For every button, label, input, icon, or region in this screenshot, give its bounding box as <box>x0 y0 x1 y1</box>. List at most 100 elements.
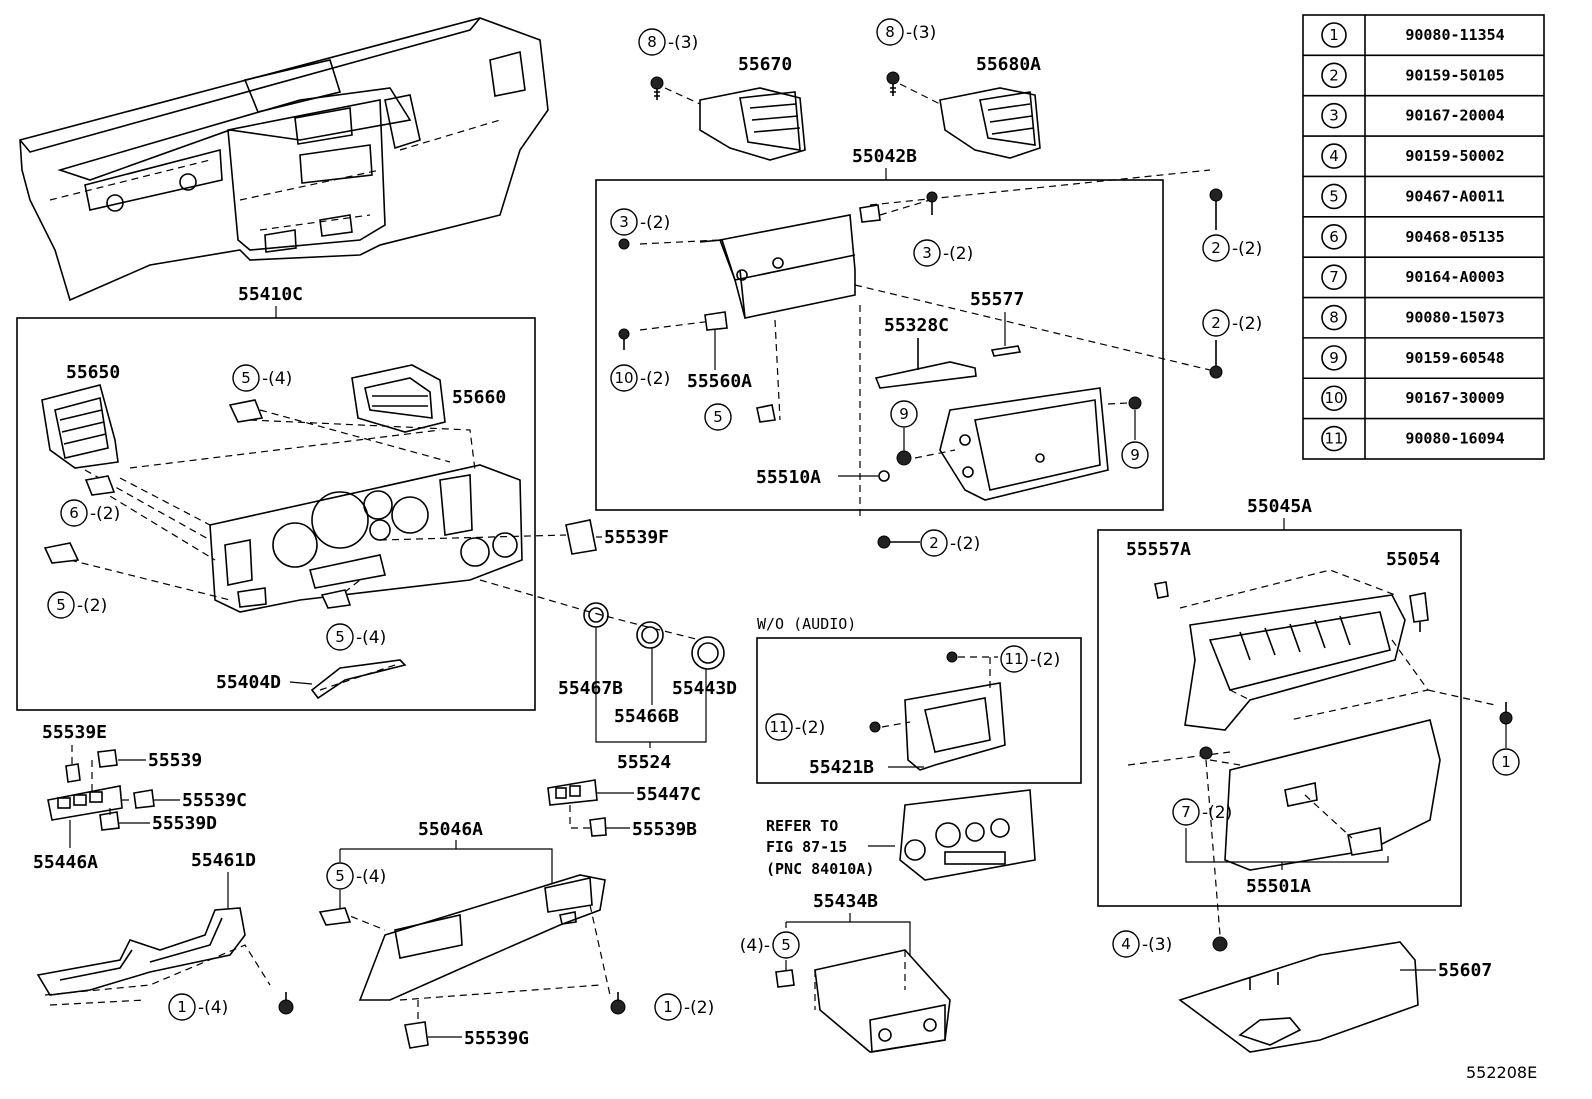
label-55539C: 55539C <box>182 790 247 811</box>
label-55054: 55054 <box>1386 549 1440 570</box>
table-row-circle <box>1321 425 1347 452</box>
callout-c10: 10-(2) <box>610 364 670 392</box>
callout-c1b: 1-(2) <box>654 993 714 1021</box>
screw-1-right <box>1499 702 1513 725</box>
pocket-55434B <box>814 949 951 1053</box>
callout-quantity: -(2) <box>90 504 120 524</box>
ring-55467B <box>583 602 609 628</box>
label-55539F: 55539F <box>604 527 669 548</box>
wo-audio-label: W/O (AUDIO) <box>757 615 856 633</box>
callout-c11b: 11-(2) <box>765 713 825 741</box>
clip-5c <box>320 589 352 609</box>
callout-circle <box>326 623 354 651</box>
part-55054 <box>1409 592 1429 632</box>
callout-quantity: -(2) <box>1030 650 1060 670</box>
label-55042B: 55042B <box>852 146 917 167</box>
label-55467B: 55467B <box>558 678 623 699</box>
callout-number: 1 <box>663 998 673 1016</box>
callout-circle <box>1202 234 1230 262</box>
callout-circle <box>47 591 75 619</box>
switch-base-55447C <box>547 779 598 806</box>
screw-11a <box>946 651 998 690</box>
callout-number: 9 <box>1130 446 1140 464</box>
table-row-part-number: 90164-A0003 <box>1405 268 1504 286</box>
callout-circle <box>890 400 918 428</box>
screw-1a <box>278 992 294 1015</box>
label-55421B: 55421B <box>809 757 874 778</box>
callout-number: 4 <box>1121 935 1131 953</box>
callout-c3a: 3-(2) <box>610 208 670 236</box>
table-row-number: 5 <box>1329 187 1339 205</box>
table-row-circle <box>1321 102 1347 129</box>
callout-c5d: 5 -(4) <box>326 862 386 890</box>
callout-c6: 6-(2) <box>60 499 120 527</box>
callout-c7: 7-(2) <box>1172 798 1232 826</box>
callout-c8a: 8-(3) <box>638 28 698 56</box>
screw-8a <box>650 76 664 100</box>
callout-c8b: 8-(3) <box>876 18 936 46</box>
clip-5b <box>43 542 80 564</box>
callout-quantity: -(4) <box>356 867 386 887</box>
cluster-finish-panel <box>209 464 523 613</box>
callout-circle <box>1492 748 1520 776</box>
part-55577 <box>990 345 1022 357</box>
callout-number: 3 <box>619 213 629 231</box>
vent-55650 <box>41 384 119 469</box>
callout-number: 8 <box>885 23 895 41</box>
label-55466B: 55466B <box>614 706 679 727</box>
ring-55466B <box>636 621 664 649</box>
tray-55607 <box>1178 941 1419 1053</box>
table-row-number: 10 <box>1324 389 1343 407</box>
table-row-part-number: 90467-A0011 <box>1405 187 1504 205</box>
label-55670: 55670 <box>738 54 792 75</box>
callout-quantity: -(4) <box>356 628 386 648</box>
callout-circle <box>913 239 941 267</box>
screw-7 <box>1199 746 1213 760</box>
assembly-box-55042B <box>595 179 1164 511</box>
switch-55539 <box>97 749 118 768</box>
callout-number: 11 <box>1004 650 1023 668</box>
callout-circle <box>920 529 948 557</box>
door-55501A <box>1224 719 1441 871</box>
callout-c2c: 2 -(2) <box>920 529 980 557</box>
callout-number: 9 <box>899 405 909 423</box>
clip-5-small <box>756 404 776 423</box>
callout-number: 2 <box>929 534 939 552</box>
callout-c4a: 4-(3) <box>1112 930 1172 958</box>
callout-quantity: -(2) <box>950 534 980 554</box>
callout-c4b: 5(4)- <box>740 931 800 959</box>
callout-quantity: -(2) <box>1232 314 1262 334</box>
callout-quantity: -(2) <box>795 718 825 738</box>
callout-circle <box>610 208 638 236</box>
table-row-number: 7 <box>1329 268 1339 286</box>
label-55328C: 55328C <box>884 315 949 336</box>
refer-line-1: REFER TO <box>766 817 838 835</box>
table-row-number: 8 <box>1329 309 1339 327</box>
callout-number: 10 <box>614 369 633 387</box>
table-row-part-number: 90468-05135 <box>1405 228 1504 246</box>
callout-number: 5 <box>241 369 251 387</box>
screw-2-right-mid <box>1209 340 1223 379</box>
callout-circle <box>60 499 88 527</box>
label-55557A: 55557A <box>1126 539 1191 560</box>
callout-circle <box>654 993 682 1021</box>
callout-number: 5 <box>56 596 66 614</box>
table-row-part-number: 90080-16094 <box>1405 430 1504 448</box>
callout-number: 2 <box>1211 314 1221 332</box>
table-row-circle <box>1321 345 1347 371</box>
label-55410C: 55410C <box>238 284 303 305</box>
label-55539D: 55539D <box>152 813 217 834</box>
callout-number: 5 <box>335 867 345 885</box>
table-row: 5 90467-A0011 <box>1303 175 1544 210</box>
callout-c5a: 5-(4) <box>232 364 292 392</box>
callout-circle <box>1000 645 1028 673</box>
label-55510A: 55510A <box>756 467 821 488</box>
label-55404D: 55404D <box>216 672 281 693</box>
refer-line-3: (PNC 84010A) <box>766 860 874 878</box>
callout-c5c: 5-(4) <box>326 623 386 651</box>
diagram-code: 552208E <box>1466 1063 1537 1082</box>
table-row-part-number: 90080-15073 <box>1405 309 1504 327</box>
